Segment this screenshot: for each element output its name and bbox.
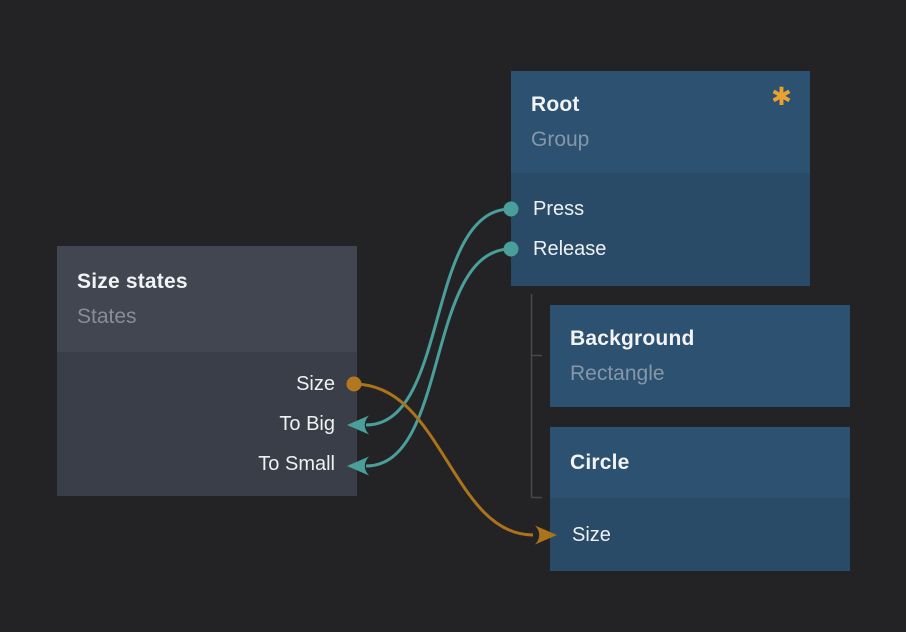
port-label: Size [296, 372, 335, 395]
node-circle-body: Size [550, 498, 850, 571]
node-title: Size states [77, 269, 188, 293]
port-label: Size [572, 523, 611, 546]
port-release-output[interactable]: Release [511, 229, 810, 269]
port-size-output[interactable]: Size [57, 364, 357, 404]
node-background-header[interactable]: Background Rectangle [550, 305, 850, 407]
node-subtitle: States [77, 304, 137, 328]
node-background[interactable]: Background Rectangle [550, 305, 850, 407]
node-root-body: Press Release [511, 173, 810, 286]
node-circle-header[interactable]: Circle [550, 427, 850, 498]
asterisk-icon: ✱ [771, 83, 792, 111]
port-to-big-input[interactable]: To Big [57, 404, 357, 444]
node-size-states-header[interactable]: Size states States [57, 246, 357, 352]
node-circle[interactable]: Circle Size [550, 427, 850, 571]
port-circle-size-input[interactable]: Size [550, 515, 850, 555]
node-title: Background [570, 326, 695, 350]
port-label: To Small [258, 452, 335, 475]
connection-size-to-circle-size[interactable] [353, 382, 534, 537]
node-title: Circle [570, 450, 630, 474]
connection-press-to-big[interactable] [365, 207, 512, 427]
node-root-header[interactable]: Root Group ✱ [511, 71, 810, 173]
node-size-states-body: Size To Big To Small [57, 352, 357, 496]
node-size-states[interactable]: Size states States Size To Big To Small [57, 246, 357, 496]
port-label: Release [533, 237, 607, 260]
hierarchy-tree-line [530, 294, 542, 499]
node-subtitle: Group [531, 127, 590, 151]
connection-release-to-small[interactable] [365, 247, 512, 468]
port-label: Press [533, 197, 585, 220]
node-root[interactable]: Root Group ✱ Press Release [511, 71, 810, 286]
node-subtitle: Rectangle [570, 361, 665, 385]
port-to-small-input[interactable]: To Small [57, 444, 357, 484]
port-press-output[interactable]: Press [511, 189, 810, 229]
port-label: To Big [279, 412, 335, 435]
node-title: Root [531, 92, 580, 116]
